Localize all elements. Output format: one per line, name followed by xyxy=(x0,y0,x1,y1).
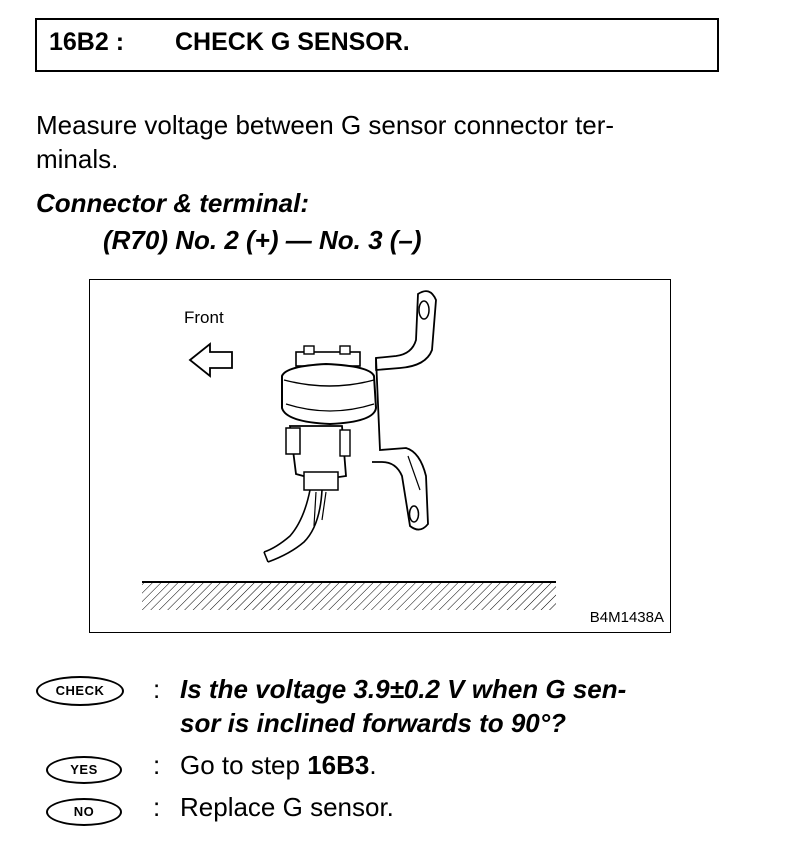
front-arrow-icon xyxy=(188,342,233,378)
yes-separator: : xyxy=(153,750,161,780)
check-question-line-1: Is the voltage 3.9±0.2 V when G sen- xyxy=(180,674,627,704)
step-title: CHECK G SENSOR. xyxy=(175,28,410,56)
check-separator: : xyxy=(153,674,161,704)
yes-action: Go to step 16B3. xyxy=(180,750,377,781)
instruction-line-1: Measure voltage between G sensor connect… xyxy=(36,110,615,140)
yes-badge-icon: YES xyxy=(46,756,122,784)
yes-prefix: Go to step xyxy=(180,750,308,780)
front-label: Front xyxy=(184,308,224,327)
check-question: Is the voltage 3.9±0.2 V when G sen- sor… xyxy=(180,672,740,740)
instruction-line-2: minals. xyxy=(36,144,119,174)
step-header: 16B2 : CHECK G SENSOR. xyxy=(35,18,719,72)
instruction-text: Measure voltage between G sensor connect… xyxy=(36,108,736,176)
no-badge-icon: NO xyxy=(46,798,122,826)
g-sensor-figure: Front B4M1438A xyxy=(89,279,671,633)
ground-surface xyxy=(142,582,556,610)
yes-step-ref: 16B3 xyxy=(307,750,370,780)
check-question-line-2: sor is inclined forwards to 90°? xyxy=(180,708,567,738)
connector-heading: Connector & terminal: xyxy=(36,188,310,218)
check-badge-icon: CHECK xyxy=(36,676,124,706)
g-sensor-illustration xyxy=(142,290,556,610)
step-id: 16B2 : xyxy=(49,28,125,56)
no-separator: : xyxy=(153,792,161,822)
figure-code: B4M1438A xyxy=(589,609,664,626)
no-action: Replace G sensor. xyxy=(180,792,394,822)
yes-suffix: . xyxy=(369,750,377,780)
connector-detail: (R70) No. 2 (+) — No. 3 (–) xyxy=(103,225,422,255)
